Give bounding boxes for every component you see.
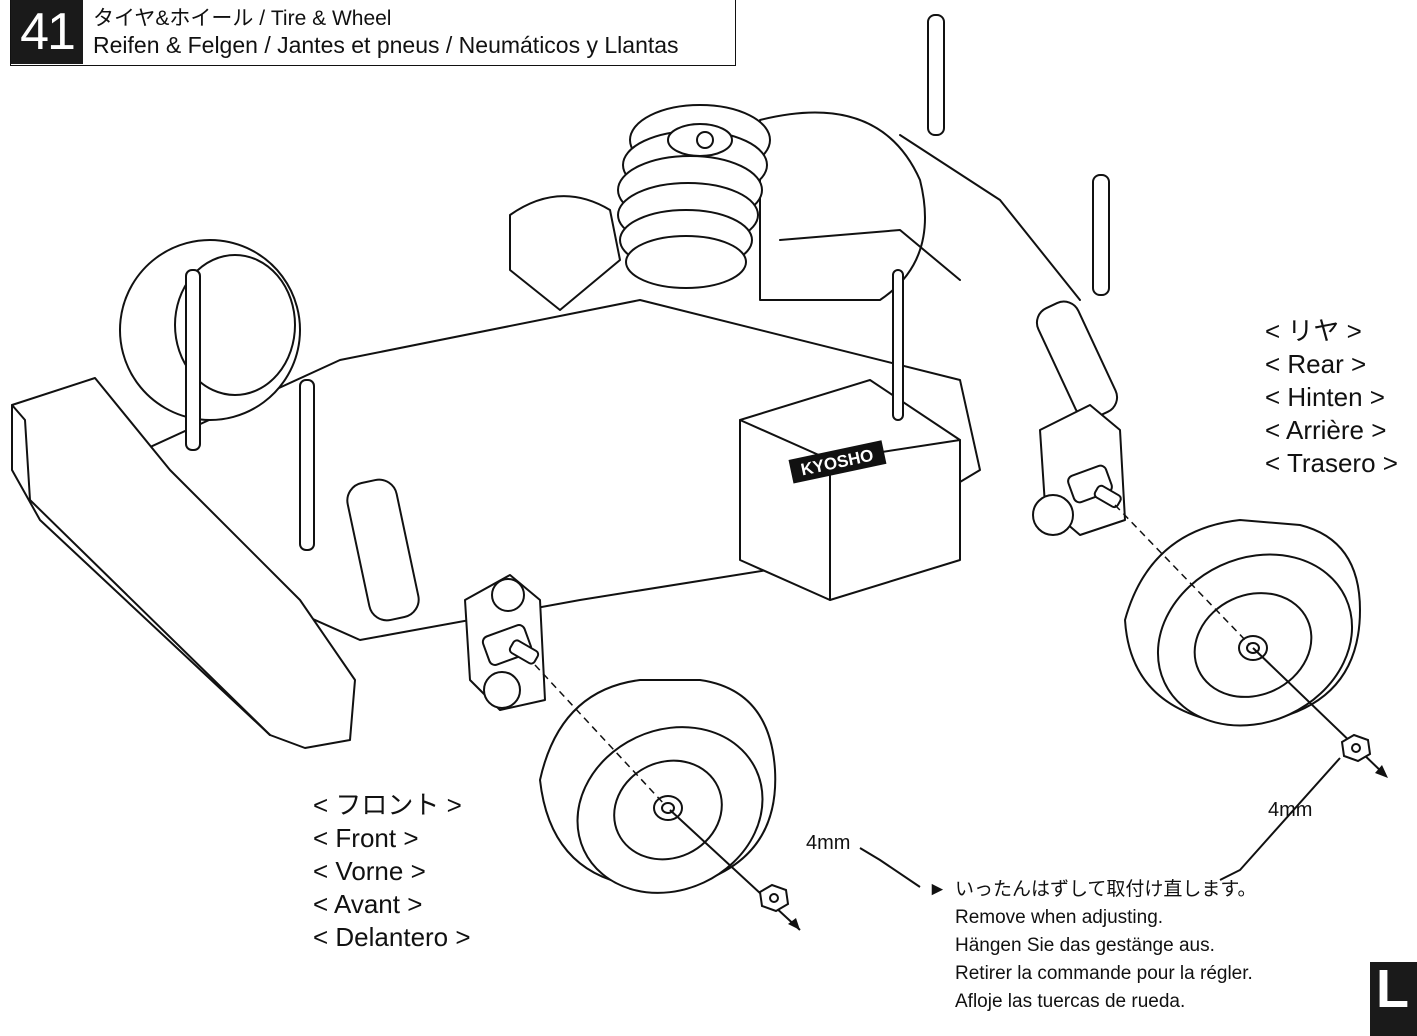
radio-box	[739, 379, 961, 601]
body-posts	[185, 14, 1110, 551]
step-title-multilanguage: Reifen & Felgen / Jantes et pneus / Neum…	[93, 32, 679, 58]
rear-wheel	[1123, 518, 1362, 727]
adjustment-note: ► いったんはずして取付け直します。 Remove when adjusting…	[928, 876, 1257, 1016]
rear-label-en: < Rear >	[1265, 349, 1367, 379]
rear-align-line	[1114, 504, 1251, 646]
engine-head	[617, 104, 771, 289]
front-label-es: < Delantero >	[313, 922, 471, 952]
front-bumper	[11, 377, 356, 749]
note-arrow-icon: ►	[928, 879, 947, 900]
front-wheel-nut	[758, 883, 790, 913]
note-line-es: Afloje las tuercas de rueda.	[955, 991, 1186, 1012]
front-label-fr: < Avant >	[313, 889, 423, 919]
note-line-en: Remove when adjusting.	[955, 907, 1164, 928]
rear-wheel-nut	[1340, 733, 1372, 763]
rear-label: < リヤ > < Rear > < Hinten > < Arrière > <…	[1265, 315, 1398, 480]
front-label: < フロント > < Front > < Vorne > < Avant > <…	[313, 789, 471, 954]
rear-label-es: < Trasero >	[1265, 448, 1398, 478]
rear-arrowhead	[1375, 765, 1388, 778]
note-line-fr: Retirer la commande pour la régler.	[955, 963, 1253, 984]
note-line-jp: いったんはずして取付け直します。	[955, 879, 1257, 900]
front-arrowhead	[788, 918, 800, 930]
rear-leader-line	[1219, 757, 1341, 881]
corner-tab-letter: L	[1376, 959, 1409, 1019]
rear-label-de: < Hinten >	[1265, 382, 1385, 412]
front-label-jp: < フロント >	[313, 790, 462, 820]
step-title-japanese: タイヤ&ホイール / Tire & Wheel	[93, 7, 392, 30]
front-shock	[346, 478, 420, 622]
step-number: 41	[11, 0, 83, 64]
note-line-de: Hängen Sie das gestänge aus.	[955, 935, 1215, 956]
front-align-line	[534, 664, 666, 806]
rear-label-jp: < リヤ >	[1265, 316, 1362, 346]
fuel-tank	[509, 195, 621, 311]
rear-label-fr: < Arrière >	[1265, 415, 1387, 445]
front-label-de: < Vorne >	[313, 856, 426, 886]
rear-shock	[1035, 300, 1119, 420]
front-nut-size: 4mm	[806, 832, 851, 854]
front-label-en: < Front >	[313, 823, 419, 853]
rear-nut-size: 4mm	[1268, 799, 1313, 821]
page-corner-tab: L	[1370, 959, 1417, 1036]
step-header: 41 タイヤ&ホイール / Tire & Wheel Reifen & Felg…	[10, 0, 736, 66]
front-leader-line	[859, 847, 921, 888]
